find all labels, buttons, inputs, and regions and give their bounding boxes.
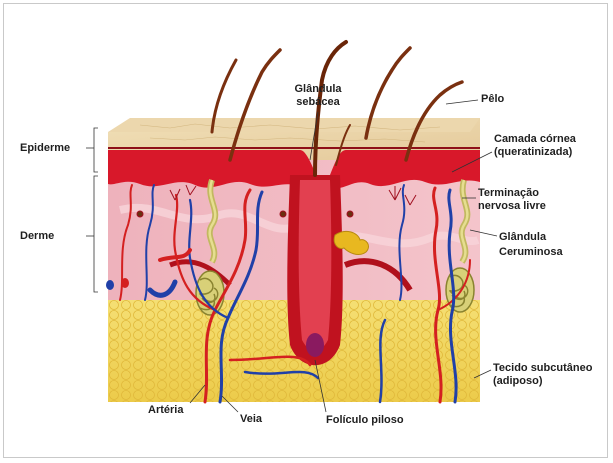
label-camada-cornea-line2: (queratinizada) xyxy=(494,146,572,158)
label-arteria: Artéria xyxy=(148,404,183,416)
hair-follicle xyxy=(287,175,342,365)
label-foliculo-piloso: Folículo piloso xyxy=(326,414,404,426)
label-tecido-line2: (adiposo) xyxy=(493,375,543,387)
label-epiderme: Epiderme xyxy=(20,142,70,154)
label-terminacao-line1: Terminação xyxy=(478,187,539,199)
label-glandula-sebacea-line1: Glândula xyxy=(294,83,341,95)
label-derme: Derme xyxy=(20,230,54,242)
label-glandula-sebacea-line2: sebácea xyxy=(296,96,339,108)
label-pelo: Pêlo xyxy=(481,93,504,105)
label-glandula-ceruminosa-line2: Ceruminosa xyxy=(499,246,563,258)
label-camada-cornea-line1: Camada córnea xyxy=(494,133,576,145)
label-veia: Veia xyxy=(240,413,262,425)
label-glandula-ceruminosa-line1: Glândula xyxy=(499,231,546,243)
label-tecido-line1: Tecido subcutâneo xyxy=(493,362,592,374)
label-terminacao-line2: nervosa livre xyxy=(478,200,546,212)
